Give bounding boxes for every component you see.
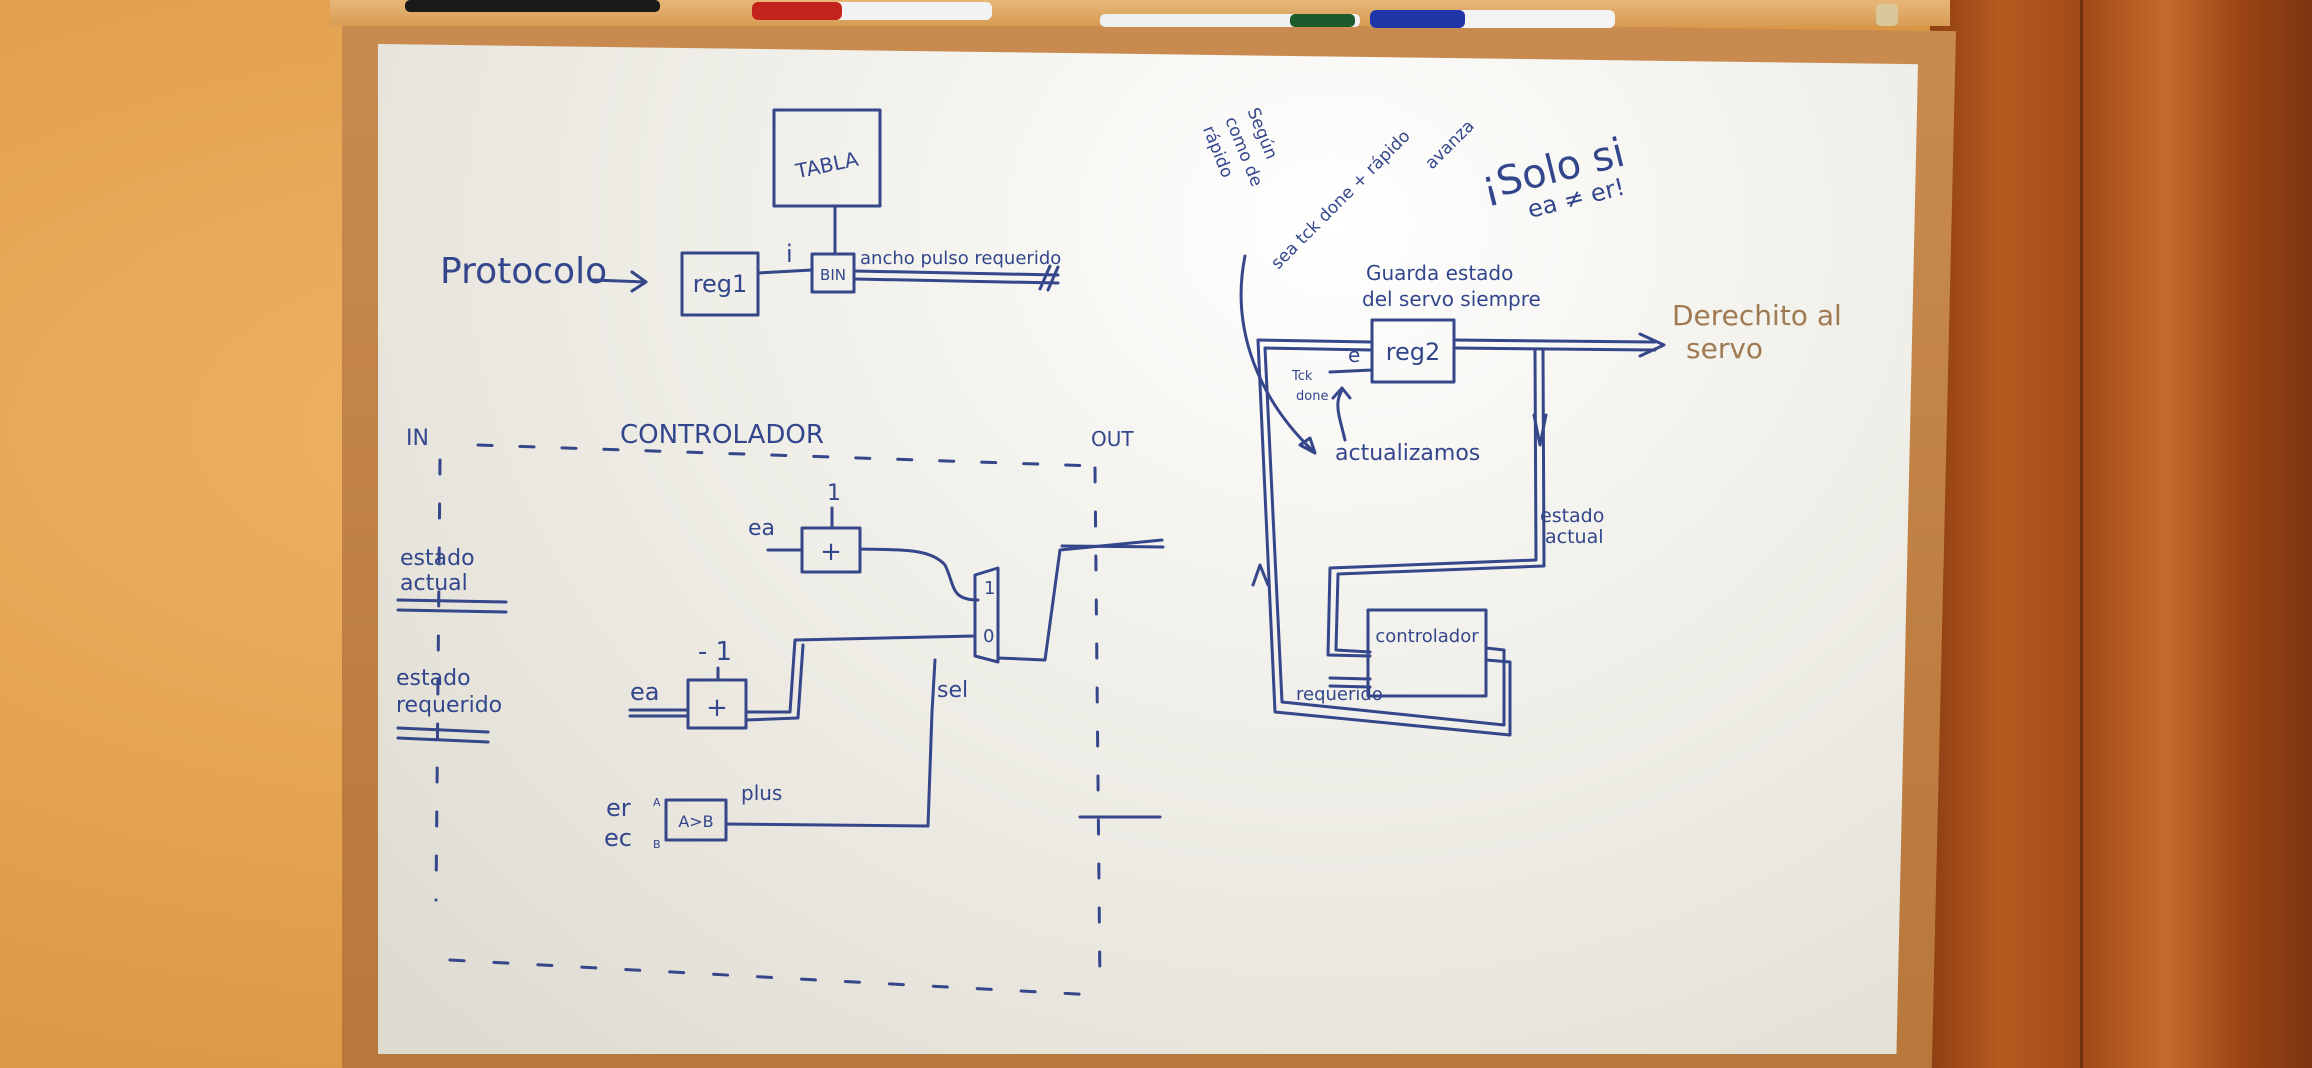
whiteboard [378, 44, 1918, 1054]
mux-out-bus [1060, 544, 1165, 549]
controller-box [1366, 608, 1488, 698]
reg1-box [680, 251, 760, 317]
comparator-box [664, 798, 728, 842]
adder-top-op: + [820, 537, 842, 567]
protocol-label: Protocolo [440, 251, 607, 292]
cmp-in-a: er [606, 794, 631, 822]
direct-line1: Derechito al [1672, 299, 1842, 332]
cmp-in-b: ec [604, 824, 632, 852]
state-current-bus [396, 598, 508, 614]
mux-sel-label: sel [937, 678, 968, 703]
controller-label: controlador [1375, 626, 1479, 647]
feedback-wire-2 [1334, 348, 1546, 654]
note-arrow [1239, 254, 1314, 452]
direct-line2: servo [1686, 332, 1763, 365]
reg2-label: reg2 [1386, 338, 1441, 366]
width-bus [852, 269, 1060, 285]
in-label: IN [406, 426, 429, 451]
current-label-2: actual [1545, 526, 1604, 548]
index-label: i [786, 240, 793, 268]
tick-label-1: Tck [1291, 369, 1313, 384]
sel-wire [926, 658, 937, 828]
red-marker-cap [752, 2, 842, 20]
state-required-bus [396, 726, 490, 744]
state-current-line2: actual [400, 571, 468, 596]
loop-wire-2 [1263, 346, 1506, 727]
loop-wire-1 [1256, 338, 1512, 737]
right-diagram: Según como de rápido sea tck done + rápi… [1198, 105, 1842, 737]
cmp-port-a: A [653, 796, 661, 809]
required-label: requerido [1296, 684, 1383, 705]
adder-bottom-input: ea [630, 678, 659, 706]
mux-in0: 0 [983, 626, 994, 647]
table-box [772, 108, 882, 208]
cmp-out-label: plus [741, 781, 782, 805]
green-marker-cap [1290, 14, 1355, 27]
adder-bottom-const: - 1 [698, 637, 732, 667]
black-marker [405, 0, 660, 12]
comparator-op: A>B [678, 812, 713, 831]
mux-out-wire [996, 538, 1164, 662]
feedback-wire-1 [1326, 348, 1538, 658]
note-arrow-head [1298, 436, 1317, 455]
adder-top-out-wire [858, 547, 980, 602]
top-diagram: TABLA Protocolo reg1 i BIN ancho pulso r… [440, 108, 1061, 317]
mux-shape [973, 566, 1000, 664]
enable-label: e [1348, 343, 1360, 367]
update-arrow [1336, 388, 1347, 442]
cmp-out-wire [724, 822, 930, 828]
update-arrow-head [1331, 386, 1352, 400]
tick-label-2: done [1296, 389, 1328, 404]
note-left-4: sea tck done + rápido [1267, 126, 1414, 273]
state-current-line1: estado [400, 546, 475, 571]
state-required-line2: requerido [396, 693, 502, 718]
width-label: ancho pulso requerido [860, 248, 1061, 269]
mux-in1: 1 [984, 578, 995, 599]
cmp-port-b: B [653, 838, 661, 851]
required-wire [1328, 676, 1372, 689]
reg1-wire [756, 268, 814, 275]
wooden-door [1930, 0, 2312, 1068]
markers [405, 0, 1898, 28]
out-label: OUT [1091, 427, 1134, 451]
enable-wire [1328, 368, 1374, 374]
table-label: TABLA [793, 147, 861, 184]
bin-box [810, 252, 856, 294]
boundary-top [476, 443, 1097, 468]
adder-bottom-box [686, 678, 748, 730]
reg1-label: reg1 [693, 270, 748, 298]
tray-bolt [1876, 4, 1898, 26]
boundary-left [434, 458, 442, 902]
reg2-out-bus [1452, 338, 1657, 352]
save-state-2: del servo siempre [1362, 287, 1541, 311]
protocol-arrow [591, 270, 648, 293]
adder-bottom-op: + [706, 693, 728, 723]
controller-title: CONTROLADOR [620, 420, 824, 450]
adder-bottom-out-wire2 [744, 643, 805, 722]
adder-top-const: 1 [827, 481, 841, 506]
blue-marker-cap [1370, 10, 1465, 28]
current-label-1: estado [1540, 505, 1604, 527]
note-left-5: avanza [1421, 116, 1478, 173]
adder-bottom-in-bus [628, 708, 690, 718]
loop-arrow [1251, 563, 1270, 587]
state-required-line1: estado [396, 666, 471, 691]
update-label: actualizamos [1335, 441, 1480, 466]
adder-top-input: ea [748, 516, 775, 541]
save-state-1: Guarda estado [1366, 261, 1513, 285]
adder-bottom-out-wire [744, 634, 977, 714]
controller-diagram: IN CONTROLADOR OUT estado actual estado … [396, 420, 1165, 997]
boundary-right [1093, 466, 1102, 992]
feedback-arrow [1532, 413, 1548, 447]
bin-label: BIN [820, 266, 846, 284]
boundary-bottom [448, 958, 1097, 997]
bus-slash [1038, 264, 1060, 292]
reg2-out-arrow [1638, 332, 1666, 358]
